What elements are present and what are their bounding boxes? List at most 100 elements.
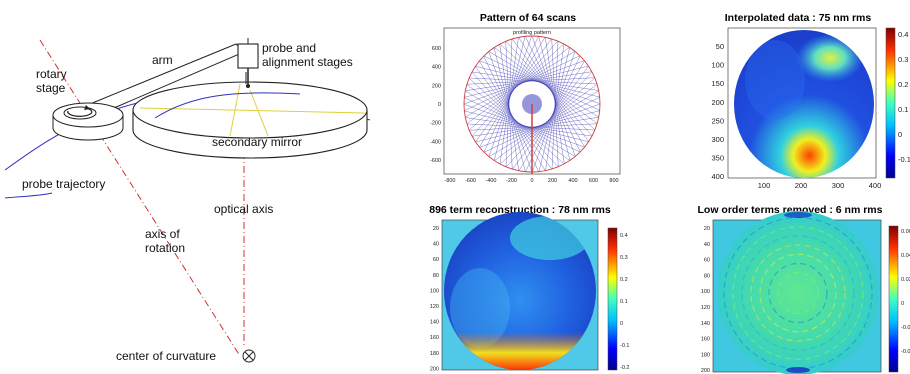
interpolated-ytick-label: 250: [711, 116, 724, 125]
residual-ytick-label: 100: [701, 289, 710, 295]
rotary-stage-label-2: stage: [36, 81, 66, 95]
reconstruction-ytick-label: 140: [430, 320, 439, 326]
interpolated-data-plot: Interpolated data : 75 nm rms 100 200 300 4…: [711, 12, 910, 190]
scan-xtick-label: -400: [485, 178, 496, 184]
interpolated-xtick-label: 200: [795, 181, 808, 190]
residual-cbar-label: 0.02: [901, 277, 910, 283]
residual-ytick-label: 60: [704, 258, 710, 264]
arm-label: arm: [152, 53, 173, 67]
scan-pattern-inner-title: profiling pattern: [513, 30, 551, 36]
interpolated-xtick-label: 100: [758, 181, 771, 190]
interpolated-ytick-label: 400: [711, 172, 724, 181]
probe-trajectory-label: probe trajectory: [22, 177, 105, 191]
interpolated-colorbar-ticks: 0.40.30.20.10-0.1: [898, 30, 910, 164]
interpolated-xtick-label: 400: [869, 181, 882, 190]
interpolated-cbar-label: -0.1: [898, 155, 910, 164]
interpolated-ytick-label: 100: [711, 61, 724, 70]
residual-ytick-label: 120: [701, 305, 710, 311]
scan-xtick-label: 400: [568, 178, 577, 184]
residual-ytick-label: 20: [704, 226, 710, 232]
reconstruction-ytick-label: 160: [430, 335, 439, 341]
residual-ytick-label: 40: [704, 242, 710, 248]
interpolated-cbar-label: 0.1: [898, 105, 908, 114]
reconstruction-colorbar-ticks: 0.4 0.3 0.2 0.1 0 -0.1 -0.2: [620, 233, 629, 371]
residual-cbar-label: -0.02: [901, 325, 910, 331]
interpolated-xtick-label: 300: [832, 181, 845, 190]
reconstruction-cbar-label: 0.3: [620, 255, 628, 261]
reconstruction-ytick-label: 20: [433, 226, 439, 232]
scan-ytick-label: -600: [430, 158, 441, 164]
reconstruction-ytick-label: 60: [433, 257, 439, 263]
reconstruction-plot: 896 term reconstruction : 78 nm rms 20 40…: [429, 204, 629, 372]
scan-ytick-label: 600: [432, 46, 441, 52]
residual-cbar-label: 0: [901, 301, 904, 307]
optical-axis-label: optical axis: [214, 202, 273, 216]
interpolated-ytick-label: 350: [711, 154, 724, 163]
reconstruction-ytick-label: 200: [430, 366, 439, 372]
scan-pattern-title: Pattern of 64 scans: [480, 12, 576, 24]
scan-ytick-label: -200: [430, 121, 441, 127]
residual-ytick-label: 160: [701, 337, 710, 343]
scan-xtick-label: 0: [530, 178, 533, 184]
axis-of-rotation-label-1: axis of: [145, 227, 180, 241]
interpolated-ytick-label: 150: [711, 79, 724, 88]
probe-stages-label-1: probe and: [262, 41, 316, 55]
reconstruction-cbar-label: 0.2: [620, 277, 628, 283]
scan-line: [484, 97, 600, 153]
scan-pattern-xticks: -800 -600 -400 -200 0 200 400 600 800: [444, 178, 618, 184]
scan-ytick-label: 0: [438, 102, 441, 108]
interpolated-title: Interpolated data : 75 nm rms: [725, 12, 872, 24]
scan-xtick-label: -200: [506, 178, 517, 184]
reconstruction-cbar-label: 0: [620, 321, 623, 327]
residual-ytick-label: 200: [701, 368, 710, 374]
interpolated-ytick-label: 300: [711, 135, 724, 144]
center-of-curvature-label: center of curvature: [116, 349, 216, 363]
interpolated-cbar-label: 0.3: [898, 55, 908, 64]
residual-cbar-label: 0.06: [901, 229, 910, 235]
reconstruction-ytick-label: 120: [430, 304, 439, 310]
reconstruction-ytick-label: 180: [430, 351, 439, 357]
axis-of-rotation-line: [39, 39, 241, 357]
interpolated-cbar-label: 0: [898, 130, 902, 139]
probe-trajectory-tail: [4, 192, 53, 199]
reconstruction-yticks: 20 40 60 80 100 120 140 160 180 200: [430, 226, 439, 372]
reconstruction-ytick-label: 100: [430, 288, 439, 294]
residual-plot: Low order terms removed : 6 nm rms 20 40 6…: [698, 204, 910, 374]
reconstruction-cbar-label: -0.1: [620, 343, 629, 349]
rotary-stage-label-1: rotary: [36, 67, 67, 81]
scan-ytick-label: -400: [430, 139, 441, 145]
reconstruction-cbar-label: 0.4: [620, 233, 628, 239]
residual-ytick-label: 80: [704, 273, 710, 279]
scan-xtick-label: 600: [589, 178, 598, 184]
reconstruction-ytick-label: 40: [433, 242, 439, 248]
residual-title: Low order terms removed : 6 nm rms: [698, 204, 883, 216]
scan-pattern-plot: Pattern of 64 scans profiling pattern -8…: [430, 12, 621, 184]
residual-cbar-label: -0.04: [901, 349, 910, 355]
scan-lines: [463, 35, 601, 173]
reconstruction-cbar-label: -0.2: [620, 365, 629, 371]
interpolated-ytick-label: 200: [711, 98, 724, 107]
scan-xtick-label: -800: [444, 178, 455, 184]
reconstruction-cbar-label: 0.1: [620, 299, 628, 305]
scan-xtick-label: 200: [548, 178, 557, 184]
interpolated-colorbar: [885, 27, 896, 179]
scan-ytick-label: 400: [432, 65, 441, 71]
secondary-mirror-label: secondary mirror: [212, 135, 302, 149]
scan-ytick-label: 200: [432, 83, 441, 89]
residual-colorbar: [888, 225, 899, 373]
probe-stages-label-2: alignment stages: [262, 55, 353, 69]
scan-xtick-label: 800: [609, 178, 618, 184]
interpolated-cbar-label: 0.2: [898, 80, 908, 89]
measurement-schematic: arm probe and alignment stages rotary st…: [4, 38, 371, 363]
residual-cbar-label: 0.04: [901, 253, 910, 259]
residual-colorbar-ticks: 0.06 0.04 0.02 0 -0.02 -0.04: [901, 229, 910, 355]
scan-xtick-label: -600: [465, 178, 476, 184]
reconstruction-colorbar: [607, 227, 618, 371]
reconstruction-title: 896 term reconstruction : 78 nm rms: [429, 204, 611, 216]
probe-stage-box: [237, 43, 259, 69]
reconstruction-ytick-label: 80: [433, 273, 439, 279]
residual-ytick-label: 140: [701, 321, 710, 327]
axis-of-rotation-label-2: rotation: [145, 241, 185, 255]
